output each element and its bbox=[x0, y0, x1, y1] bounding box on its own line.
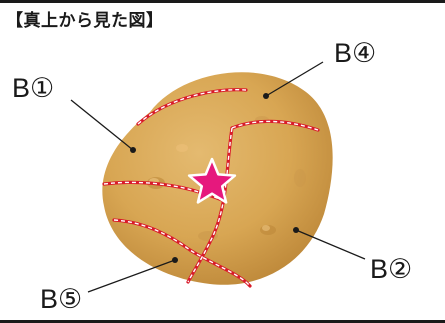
label-b4: B④ bbox=[334, 40, 376, 67]
label-b5: B⑤ bbox=[40, 286, 82, 313]
label-b1: B① bbox=[12, 75, 54, 102]
label-b2: B② bbox=[370, 256, 412, 283]
